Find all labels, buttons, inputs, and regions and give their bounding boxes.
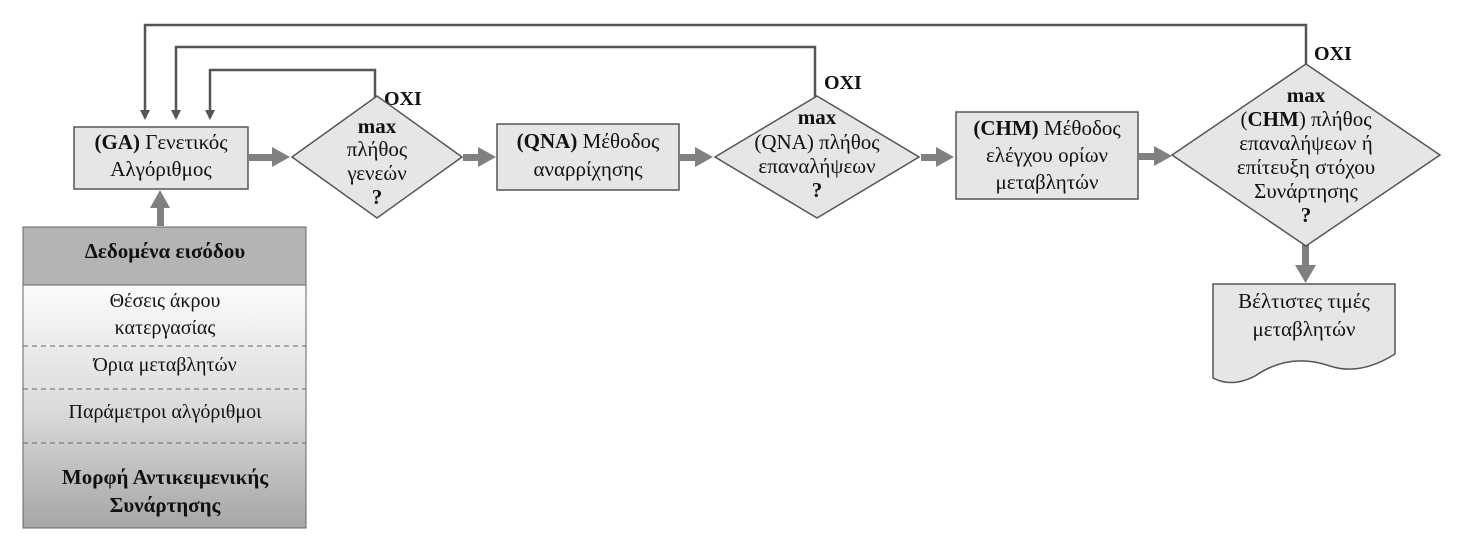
qna-abbr: (QNA) (517, 129, 578, 153)
decision3-line3: επαναλήψεων ή (1239, 131, 1372, 155)
svg-text:(QNA) Μέθοδος: (QNA) Μέθοδος (517, 129, 660, 153)
ga-title: Γενετικός (140, 130, 228, 154)
decision2-line1: max (798, 105, 837, 129)
decision3-line4: επίτευξη στόχου (1237, 155, 1375, 179)
decision3-line5: Συνάρτησης (1254, 179, 1358, 203)
feedback-loop-ga (205, 68, 377, 120)
input-item-positions-line1: Θέσεις άκρου (110, 290, 221, 312)
decision1-line3: γενεών (346, 161, 406, 185)
chm-line3: μεταβλητών (996, 170, 1099, 194)
decision3-rest: ) πλήθος (1299, 107, 1372, 131)
decision2-line3: επαναλήψεων (758, 154, 875, 178)
input-item-bounds: Όρια μεταβλητών (92, 354, 236, 376)
no-label-2: ΟΧΙ (824, 72, 862, 94)
output-document: Βέλτιστες τιμές μεταβλητών (1212, 283, 1396, 384)
decision1-line4: ? (372, 185, 383, 209)
decision3-line1: max (1287, 83, 1326, 107)
decision3-line6: ? (1301, 203, 1312, 227)
input-header: Δεδομένα εισόδου (85, 239, 246, 263)
no-label-1: ΟΧΙ (384, 88, 422, 110)
input-item-positions-line2: κατεργασίας (115, 317, 216, 339)
chm-line2: ελέγχου ορίων (986, 143, 1108, 167)
decision1-line2: πλήθος (347, 137, 408, 161)
no-label-3: ΟΧΙ (1314, 43, 1352, 65)
decision3-abbr: CHM (1247, 107, 1299, 131)
ga-abbr: (GA) (94, 130, 140, 154)
decision-max-chm-or-target: max (CHM) πλήθος επαναλήψεων ή επίτευξη … (1170, 63, 1442, 247)
input-item-parameters: Παράμετροι αλγόριθμοι (69, 401, 263, 423)
chm-abbr: (CHM) (973, 116, 1038, 140)
decision-max-qna-iterations: max (QNA) πλήθος επαναλήψεων ? (713, 95, 921, 219)
decision3-open: ( (1240, 107, 1247, 131)
decision-max-generations: max πλήθος γενεών ? (290, 95, 464, 219)
decision1-line1: max (358, 114, 397, 138)
feedback-loop-qna (171, 45, 817, 120)
output-line2: μεταβλητών (1253, 317, 1356, 341)
svg-text:(CHM) Μέθοδος: (CHM) Μέθοδος (973, 116, 1121, 140)
svg-text:(CHM) πλήθος: (CHM) πλήθος (1240, 107, 1372, 131)
decision2-line4: ? (812, 178, 823, 202)
output-line1: Βέλτιστες τιμές (1238, 289, 1370, 313)
qna-step: (QNA) Μέθοδος αναρρίχησης (496, 123, 680, 191)
chm-step: (CHM) Μέθοδος ελέγχου ορίων μεταβλητών (955, 111, 1139, 200)
input-footer-line2: Συνάρτησης (110, 493, 222, 517)
input-footer-line1: Μορφή Αντικειμενικής (62, 465, 269, 489)
decision2-line2: (QNA) πλήθος (754, 130, 880, 154)
ga-subtitle: Αλγόριθμος (110, 157, 212, 181)
qna-title: Μέθοδος (577, 129, 660, 153)
chm-title: Μέθοδος (1039, 116, 1122, 140)
input-data-panel: Δεδομένα εισόδου Θέσεις άκρου κατεργασία… (22, 226, 307, 529)
ga-step: (GA) Γενετικός Αλγόριθμος (73, 126, 249, 190)
svg-text:(GA) Γενετικός: (GA) Γενετικός (94, 130, 228, 154)
qna-subtitle: αναρρίχησης (533, 157, 643, 181)
flow-arrows (150, 146, 1316, 283)
feedback-loop-chm (140, 23, 1308, 120)
